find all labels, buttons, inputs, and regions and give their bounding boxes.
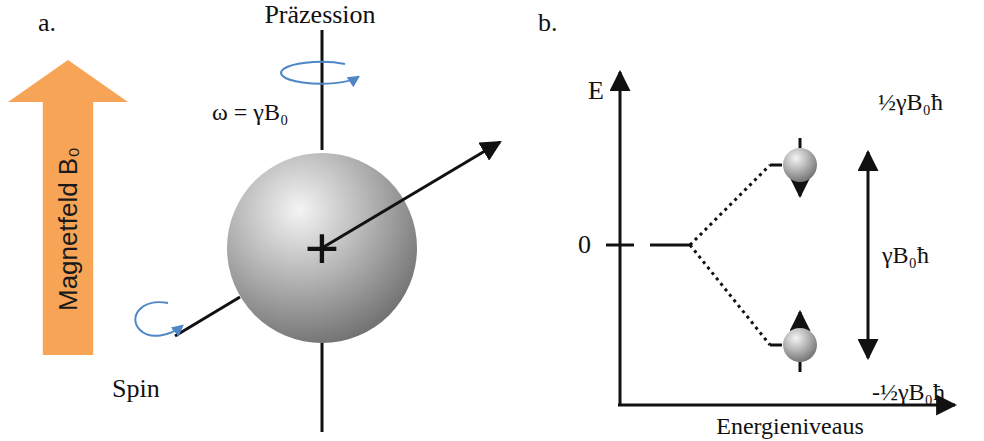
- degenerate-level: [650, 244, 690, 247]
- precession-axis: [321, 30, 324, 150]
- spin-axis: [175, 297, 240, 336]
- panel-letter: a.: [38, 10, 56, 36]
- precession-arrow: [281, 62, 358, 84]
- arrow-fill: [8, 60, 128, 355]
- energy-axis: [619, 72, 622, 405]
- figure-label: Energieniveaus: [716, 414, 864, 438]
- figure-label: E: [588, 78, 604, 104]
- spin-up: [799, 362, 802, 372]
- spin-ball: [783, 328, 817, 362]
- field-label: Magnetfeld B₀: [55, 147, 81, 311]
- figure-label: 0: [578, 232, 591, 258]
- field-arrow: Magnetfeld B₀: [8, 60, 128, 355]
- nucleus-sphere: [227, 153, 417, 343]
- figure-label: Spin: [112, 376, 160, 402]
- split-line: [690, 165, 770, 245]
- spin-axis: [322, 142, 500, 248]
- charge-sign: +: [304, 217, 339, 279]
- figure-label: ω = γB₀: [212, 100, 288, 124]
- split-line: [690, 245, 770, 345]
- spin-rotation-arrow: [135, 302, 182, 336]
- spin-down: [799, 138, 802, 148]
- figure-label: γB₀ħ: [882, 243, 929, 267]
- figure-label: Präzession: [264, 2, 375, 28]
- figure-label: -½γB₀ħ: [872, 380, 945, 404]
- figure-label: ½γB₀ħ: [878, 90, 943, 114]
- panel-letter: b.: [538, 10, 558, 36]
- zero-tick: [606, 244, 634, 247]
- precession-axis: [321, 340, 324, 432]
- spin-ball: [783, 148, 817, 182]
- energy-gap-arrow: [867, 152, 870, 358]
